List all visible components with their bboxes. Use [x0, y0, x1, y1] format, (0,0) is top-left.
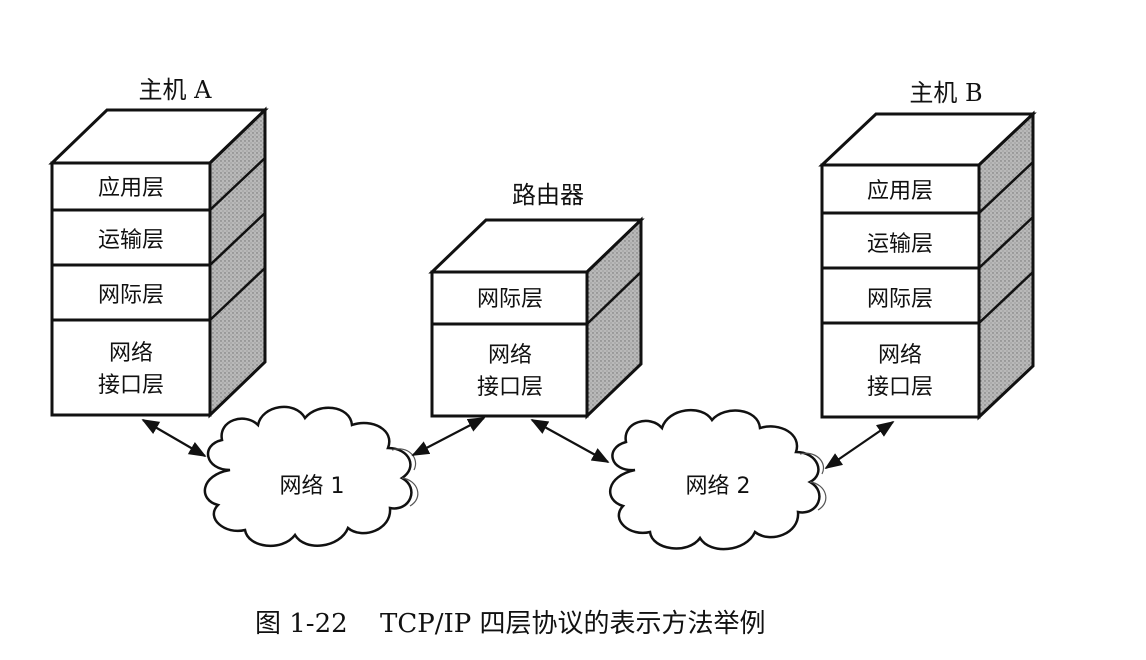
- link-network-2-host-b: [824, 421, 895, 469]
- network-1-label: 网络 1: [280, 474, 345, 499]
- host-b-front-face: [820, 163, 981, 419]
- host-a-transport-layer: 运输层: [98, 228, 164, 253]
- router-internet-layer: 网际层: [477, 287, 543, 312]
- host-b-title: 主机 B: [909, 79, 982, 107]
- router-title: 路由器: [512, 181, 584, 209]
- router-front-face: [430, 270, 589, 418]
- caption-text: TCP/IP 四层协议的表示方法举例: [380, 609, 766, 639]
- host-b-netif-line1: 网络: [878, 343, 922, 368]
- host-a-stack: 主机 A 应用层 运输层 网际层 网络 接口层: [48, 76, 269, 419]
- host-b-stack: 主机 B 应用层 运输层 网际层 网络 接口层: [818, 79, 1037, 421]
- host-a-netif-line2: 接口层: [98, 373, 164, 398]
- host-a-front-face: [50, 161, 212, 417]
- router-stack: 路由器 网际层 网络 接口层: [428, 181, 645, 420]
- host-a-title: 主机 A: [139, 76, 213, 104]
- host-a-internet-layer: 网际层: [98, 283, 164, 308]
- network-1-cloud: 网络 1: [203, 405, 419, 548]
- link-network-1-router: [411, 417, 486, 456]
- host-b-application-layer: 应用层: [867, 179, 933, 204]
- figure-caption: 图 1-22 TCP/IP 四层协议的表示方法举例: [255, 609, 766, 639]
- network-2-label: 网络 2: [686, 474, 751, 499]
- host-b-transport-layer: 运输层: [867, 232, 933, 257]
- host-b-side-face: [977, 110, 1035, 421]
- caption-figure-number: 图 1-22: [255, 609, 348, 639]
- host-b-netif-line2: 接口层: [867, 375, 933, 400]
- host-a-netif-line1: 网络: [109, 341, 153, 366]
- host-a-application-layer: 应用层: [98, 176, 164, 201]
- link-host-a-network-1: [141, 419, 207, 457]
- router-netif-line2: 接口层: [477, 375, 543, 400]
- host-b-internet-layer: 网际层: [867, 287, 933, 312]
- link-router-network-2: [530, 419, 610, 463]
- network-2-cloud: 网络 2: [608, 408, 827, 551]
- host-a-side-face: [208, 106, 267, 419]
- router-netif-line1: 网络: [488, 343, 532, 368]
